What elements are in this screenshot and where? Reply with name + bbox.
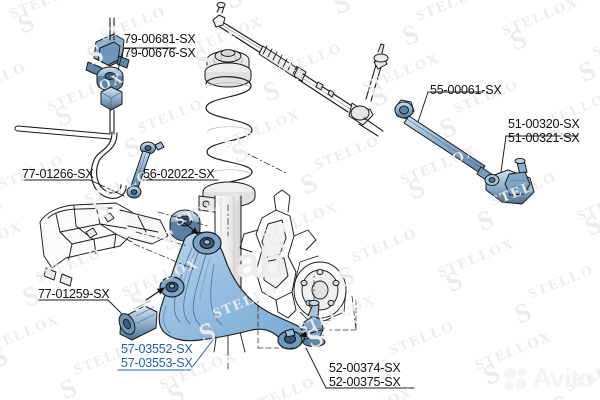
faint-ab-watermark: ab [236,238,285,287]
label-line: 79-00681-SX [124,32,196,46]
avito-wordmark: Avito [532,363,595,393]
label-line: 56-02022-SX [143,167,215,181]
label-line: 57-03553-SX [121,355,193,370]
label-77-01266: 77-01266-SX [22,167,94,182]
label-line: 55-00061-SX [430,83,502,97]
label-52-00374: 52-00374-SX 52-00375-SX [329,361,401,389]
inner-tie-rod [394,99,494,183]
wheel-hub [293,255,347,323]
control-arm-bushing-front [118,300,158,341]
label-55-00061: 55-00061-SX [430,83,502,98]
label-line: 52-00375-SX [329,374,401,389]
label-line: 57-03552-SX [121,342,193,356]
avito-watermark: Avito [503,363,595,394]
label-57-03552: 57-03552-SX 57-03553-SX [121,342,193,370]
avito-dots-icon [503,367,526,390]
front-subframe [39,202,169,287]
label-51-00320: 51-00320-SX 51-00321-SX [508,117,580,145]
label-line: 79-00676-SX [124,45,196,60]
label-79-00681: 79-00681-SX 79-00676-SX [124,32,196,60]
label-line: 77-01259-SX [38,287,110,301]
label-line: 51-00321-SX [508,130,580,145]
label-line: 77-01266-SX [22,167,94,181]
outer-tie-rod-end [484,157,535,205]
label-line: 51-00320-SX [508,117,580,131]
label-77-01259: 77-01259-SX [38,287,110,302]
label-56-02022: 56-02022-SX [143,167,215,182]
label-line: 52-00374-SX [329,361,401,375]
